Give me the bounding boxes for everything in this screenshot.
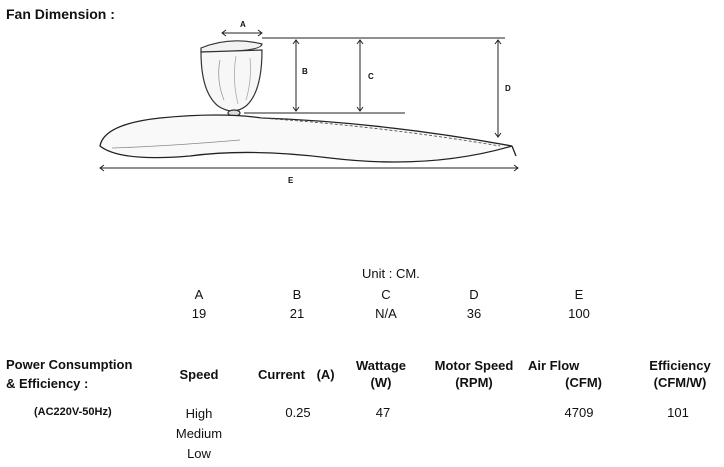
power-title-line1: Power Consumption <box>6 357 133 372</box>
header-motor-speed-label: Motor Speed <box>434 358 514 373</box>
dimension-label-c: C <box>368 72 374 81</box>
power-title-line2: & Efficiency : <box>6 376 89 391</box>
header-air-flow-label: Air Flow <box>528 358 580 373</box>
header-efficiency: Efficiency (CFM/W) <box>644 357 716 391</box>
header-current: Current (A) <box>258 367 335 382</box>
dimension-lines <box>99 29 519 172</box>
header-wattage: Wattage (W) <box>350 357 412 391</box>
header-air-flow-unit: (CFM) <box>565 375 602 390</box>
speed-low: Low <box>187 446 211 461</box>
dim-value-a: 19 <box>191 306 207 321</box>
dim-value-b: 21 <box>289 306 305 321</box>
unit-label: Unit : CM. <box>362 266 420 281</box>
dim-header-c: C <box>381 287 391 302</box>
voltage-label: (AC220V-50Hz) <box>34 406 112 418</box>
speed-high: High <box>185 406 213 421</box>
header-wattage-label: Wattage <box>355 358 407 373</box>
dim-value-e: 100 <box>568 306 590 321</box>
header-current-unit: (A) <box>316 367 335 382</box>
value-current: 0.25 <box>285 405 311 420</box>
dim-header-a: A <box>194 287 204 302</box>
dimension-label-a: A <box>240 20 246 29</box>
header-current-label: Current <box>258 367 305 382</box>
dimension-label-b: B <box>302 67 308 76</box>
value-efficiency: 101 <box>667 405 689 420</box>
header-efficiency-label: Efficiency <box>649 358 711 373</box>
fan-diagram <box>99 29 519 172</box>
speed-medium: Medium <box>175 426 223 441</box>
dimension-label-d: D <box>505 84 511 93</box>
dim-value-c: N/A <box>375 306 397 321</box>
header-wattage-unit: (W) <box>370 375 392 390</box>
value-air-flow: 4709 <box>564 405 594 420</box>
header-motor-speed: Motor Speed (RPM) <box>430 357 518 391</box>
page-title: Fan Dimension : <box>6 6 115 22</box>
header-air-flow: Air Flow (CFM) <box>528 357 602 391</box>
dim-header-b: B <box>292 287 302 302</box>
speed-list: High Medium Low <box>164 404 234 464</box>
value-wattage: 47 <box>375 405 391 420</box>
dim-header-d: D <box>469 287 479 302</box>
dimension-label-e: E <box>288 176 294 185</box>
header-speed: Speed <box>179 367 219 382</box>
dim-value-d: 36 <box>466 306 482 321</box>
dim-header-e: E <box>574 287 584 302</box>
header-motor-speed-unit: (RPM) <box>455 375 493 390</box>
fan-blade <box>99 114 517 163</box>
header-efficiency-unit: (CFM/W) <box>653 375 707 390</box>
motor-housing <box>200 40 263 117</box>
